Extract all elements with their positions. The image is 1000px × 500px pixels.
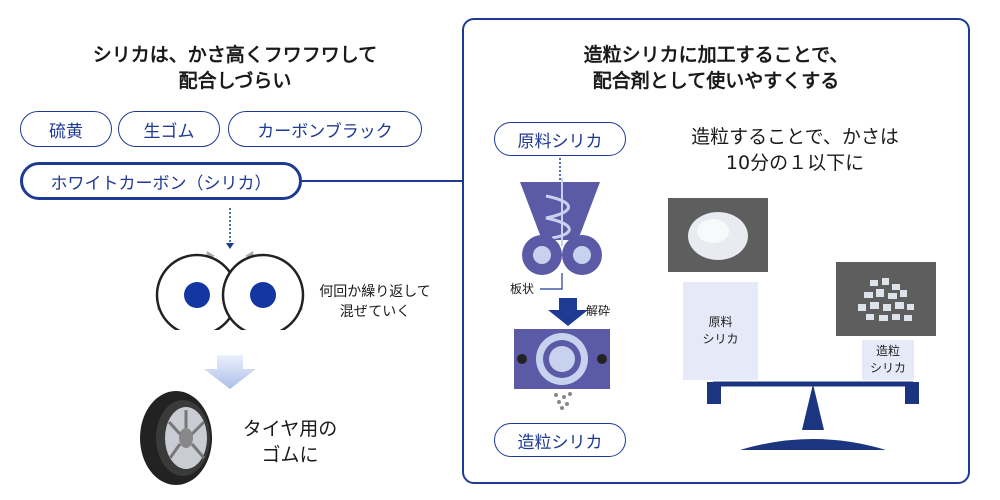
right-title-line1: 造粒シリカに加工することで、 — [583, 44, 849, 66]
volume-caption-line1: 造粒することで、かさは — [691, 126, 899, 148]
pill-carbon-black: カーボンブラック — [228, 111, 422, 147]
crush-arrow-icon — [548, 298, 588, 326]
pill-sulfur: 硫黄 — [20, 111, 112, 147]
pill-white-carbon: ホワイトカーボン（シリカ） — [20, 162, 302, 200]
right-title-line2: 配合剤として使いやすくする — [592, 70, 840, 92]
rotation-caption-line2: 混ぜていく — [339, 304, 411, 320]
pill-raw-rubber: 生ゴム — [118, 111, 220, 147]
raw-silica-photo — [668, 198, 768, 272]
tire-icon — [140, 391, 212, 485]
volume-caption: 造粒することで、かさは 10分の１以下に — [665, 124, 925, 176]
scale-left-label-line1: 原料 — [708, 315, 733, 329]
crusher-machine-icon — [514, 329, 610, 410]
tire-caption-line1: タイヤ用の — [242, 418, 338, 440]
scale-right-label-line1: 造粒 — [875, 344, 900, 358]
granulation-panel — [462, 18, 970, 484]
balance-scale-icon — [707, 381, 919, 450]
plate-label: 板状 — [509, 282, 534, 296]
crush-label: 解砕 — [586, 304, 611, 318]
connector-line — [300, 180, 464, 182]
pill-granulated-silica: 造粒シリカ — [494, 423, 626, 457]
granulator-machine-icon — [520, 158, 602, 290]
tire-caption-line2: ゴムに — [261, 444, 319, 466]
left-title: シリカは、かさ高くフワフワして 配合しづらい — [40, 42, 430, 94]
scale-left-label: 原料 シリカ — [683, 282, 758, 380]
scale-left-label-line2: シリカ — [702, 332, 739, 346]
volume-caption-line2: 10分の１以下に — [725, 152, 865, 174]
tire-caption: タイヤ用の ゴムに — [230, 416, 350, 468]
mixing-rollers-diagram — [155, 208, 305, 330]
right-title: 造粒シリカに加工することで、 配合剤として使いやすくする — [472, 42, 960, 94]
scale-right-label: 造粒 シリカ — [862, 340, 914, 380]
down-arrow-icon — [204, 355, 256, 389]
granulated-silica-photo — [836, 262, 936, 336]
left-title-line2: 配合しづらい — [178, 70, 292, 92]
left-title-line1: シリカは、かさ高くフワフワして — [92, 44, 378, 66]
pill-raw-silica: 原料シリカ — [494, 122, 626, 156]
scale-right-label-line2: シリカ — [869, 361, 906, 375]
rotation-caption: 何回か繰り返して 混ぜていく — [300, 282, 450, 322]
rotation-caption-line1: 何回か繰り返して — [319, 284, 431, 300]
